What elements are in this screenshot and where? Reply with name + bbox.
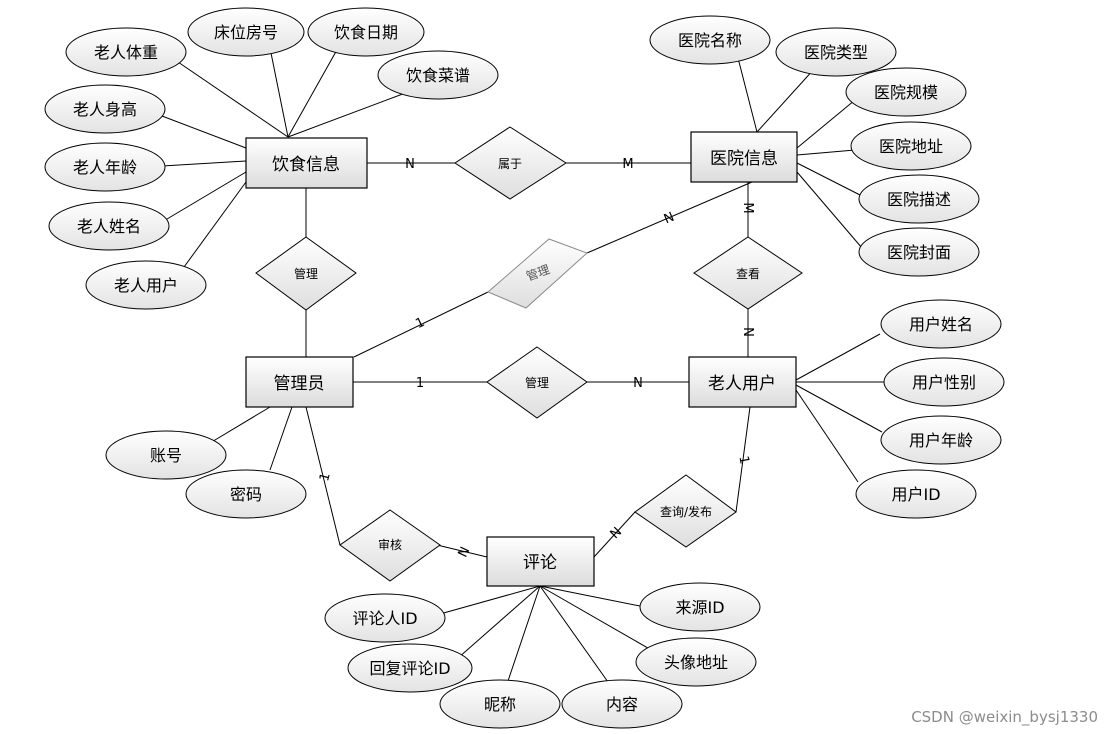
- svg-text:头像地址: 头像地址: [664, 653, 728, 672]
- attr-user-id: 用户ID: [855, 469, 977, 519]
- svg-text:医院名称: 医院名称: [678, 31, 742, 50]
- svg-text:来源ID: 来源ID: [675, 598, 724, 617]
- cardinality-admin-manage-hospital: 1: [413, 315, 427, 332]
- rel-manage-elder: 管理: [486, 346, 588, 419]
- rel-manage-diet: 管理: [255, 236, 357, 311]
- rel-query-publish: 查询/发布: [634, 474, 737, 548]
- attr-reply-comment-id: 回复评论ID: [347, 643, 473, 693]
- svg-text:评论: 评论: [523, 553, 557, 573]
- cardinality-elder-view: N: [740, 327, 755, 337]
- attr-hospital-scale: 医院规模: [845, 67, 967, 117]
- svg-text:医院地址: 医院地址: [879, 137, 943, 156]
- svg-text:用户性别: 用户性别: [912, 373, 976, 392]
- attr-diet-date: 饮食日期: [307, 7, 425, 57]
- attr-account: 账号: [105, 430, 227, 480]
- svg-text:用户ID: 用户ID: [891, 485, 940, 504]
- attr-user-name: 用户姓名: [880, 299, 1002, 349]
- svg-text:审核: 审核: [378, 537, 402, 552]
- svg-text:老人身高: 老人身高: [73, 100, 137, 119]
- rel-belongs: 属于: [454, 126, 567, 200]
- attributes: 老人体重 床位房号 饮食日期 饮食菜谱 老人身高 老人年龄 老人姓名 老人用户 …: [44, 7, 1005, 729]
- svg-text:饮食信息: 饮食信息: [272, 155, 340, 175]
- attr-hospital-name: 医院名称: [649, 15, 771, 65]
- svg-text:老人体重: 老人体重: [94, 43, 158, 62]
- attr-bed-room: 床位房号: [187, 7, 305, 57]
- svg-text:密码: 密码: [230, 485, 262, 504]
- cardinality-admin-manage-elder: 1: [416, 376, 424, 391]
- svg-text:属于: 属于: [498, 157, 522, 171]
- svg-text:老人年龄: 老人年龄: [73, 158, 137, 177]
- svg-text:老人用户: 老人用户: [114, 276, 178, 295]
- rel-review: 审核: [339, 509, 441, 582]
- rel-view: 查看: [693, 236, 803, 310]
- watermark-text: CSDN @weixin_bysj1330: [911, 708, 1098, 727]
- attr-elder-weight: 老人体重: [65, 27, 187, 77]
- entity-comment: 评论: [486, 536, 595, 587]
- svg-text:医院描述: 医院描述: [887, 190, 951, 209]
- attr-commenter-id: 评论人ID: [324, 593, 446, 643]
- entity-admin: 管理员: [245, 356, 354, 408]
- attr-nickname: 昵称: [439, 679, 561, 729]
- attr-elder-height: 老人身高: [44, 84, 166, 134]
- attr-user-gender: 用户性别: [883, 357, 1005, 407]
- cardinality-hospital-view: M: [740, 202, 755, 213]
- svg-text:床位房号: 床位房号: [214, 23, 278, 42]
- attr-avatar-url: 头像地址: [635, 637, 757, 687]
- svg-text:评论人ID: 评论人ID: [352, 609, 417, 628]
- cardinality-elder-query: 1: [735, 455, 751, 466]
- svg-text:医院类型: 医院类型: [804, 43, 868, 62]
- attr-hospital-cover: 医院封面: [858, 227, 980, 277]
- svg-text:医院封面: 医院封面: [887, 243, 951, 262]
- svg-text:昵称: 昵称: [484, 695, 516, 714]
- svg-text:饮食日期: 饮食日期: [334, 23, 398, 42]
- entity-hospital-info: 医院信息: [690, 131, 798, 183]
- attr-hospital-address: 医院地址: [850, 121, 972, 171]
- rel-manage-hospital: 管理: [487, 238, 588, 309]
- entity-diet-info: 饮食信息: [245, 137, 368, 189]
- cardinality-admin-review: 1: [317, 471, 334, 483]
- svg-text:管理: 管理: [294, 266, 318, 281]
- svg-text:饮食菜谱: 饮食菜谱: [406, 66, 470, 85]
- attr-diet-menu: 饮食菜谱: [377, 50, 499, 100]
- attr-content: 内容: [561, 679, 683, 729]
- svg-text:账号: 账号: [150, 446, 182, 465]
- svg-text:管理员: 管理员: [274, 374, 325, 394]
- entity-elder-user: 老人用户: [688, 356, 797, 408]
- svg-text:医院规模: 医院规模: [874, 83, 938, 102]
- connector-lines: [161, 47, 885, 683]
- cardinality-comment-review: N: [456, 545, 474, 560]
- svg-text:老人用户: 老人用户: [708, 374, 776, 394]
- svg-text:用户年龄: 用户年龄: [909, 431, 973, 450]
- attr-elder-age: 老人年龄: [44, 142, 166, 192]
- attr-elder-name: 老人姓名: [48, 201, 170, 251]
- svg-text:用户姓名: 用户姓名: [909, 315, 973, 334]
- cardinality-hospital-belongs: M: [622, 157, 633, 172]
- cardinality-hospital-manage: N: [662, 210, 677, 228]
- attr-hospital-type: 医院类型: [775, 27, 897, 77]
- svg-text:回复评论ID: 回复评论ID: [369, 659, 450, 678]
- attr-user-age: 用户年龄: [880, 415, 1002, 465]
- svg-text:医院信息: 医院信息: [710, 149, 778, 169]
- attr-password: 密码: [185, 469, 307, 519]
- svg-text:查看: 查看: [736, 267, 760, 281]
- cardinality-diet-belongs: N: [405, 157, 415, 172]
- attr-hospital-description: 医院描述: [858, 174, 980, 224]
- svg-text:老人姓名: 老人姓名: [77, 217, 141, 236]
- svg-text:内容: 内容: [606, 695, 638, 714]
- relationships: 属于 管理 管理 查看 管理 查询/发布 审核: [255, 126, 803, 582]
- entities: 饮食信息 医院信息 管理员 老人用户 评论: [245, 131, 798, 587]
- svg-text:查询/发布: 查询/发布: [660, 504, 712, 519]
- cardinality-elder-manage: N: [633, 376, 643, 391]
- attr-elder-user: 老人用户: [85, 260, 207, 310]
- attr-source-id: 来源ID: [639, 582, 761, 632]
- svg-text:管理: 管理: [525, 375, 549, 390]
